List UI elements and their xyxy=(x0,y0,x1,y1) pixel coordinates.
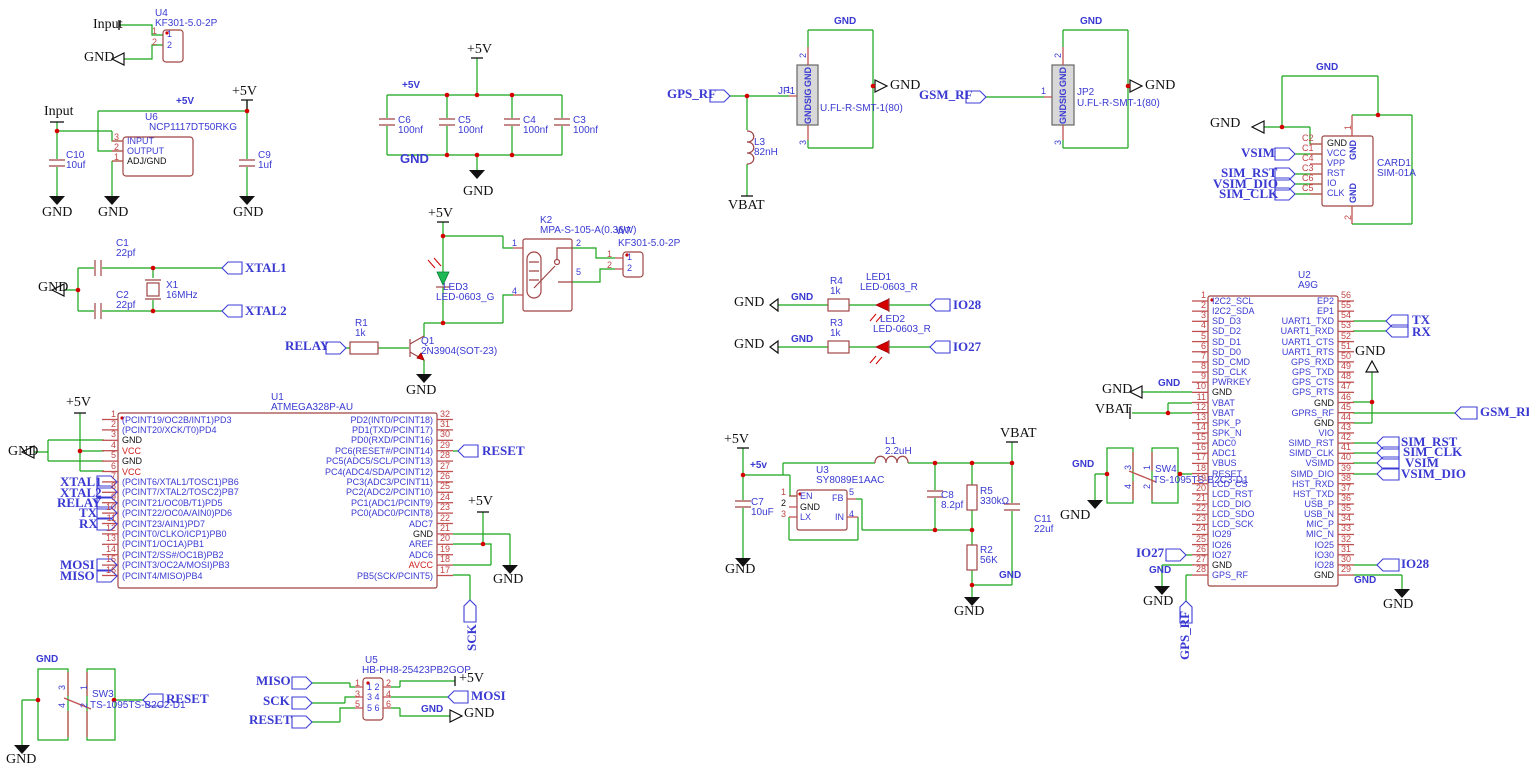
r5-resistor-icon xyxy=(966,484,978,511)
flag-tx-u1 xyxy=(96,506,118,520)
flag-reset-u1 xyxy=(457,444,479,458)
k2-body[interactable] xyxy=(522,238,573,312)
flag-vsim-u2 xyxy=(1376,456,1400,470)
flag-io27-u2 xyxy=(1165,548,1187,562)
c5-cap-icon xyxy=(439,118,455,126)
flag-xtal1-x1 xyxy=(221,261,243,275)
flag-reset-sw3 xyxy=(142,693,164,707)
c11-cap-icon xyxy=(1004,503,1020,511)
net-flags[interactable] xyxy=(96,89,1478,729)
component-bodies[interactable] xyxy=(37,29,1374,741)
u1-body[interactable] xyxy=(117,412,438,589)
flag-sck-u5 xyxy=(291,696,313,710)
r1-resistor-icon xyxy=(349,341,379,355)
flag-vsim-dio-u2 xyxy=(1376,467,1400,481)
u4-body[interactable] xyxy=(162,29,184,63)
r2-resistor-icon xyxy=(966,544,978,571)
u2-body[interactable] xyxy=(1207,295,1339,587)
flag-io27-led2 xyxy=(929,340,951,354)
flag-gsm-rf xyxy=(965,90,987,104)
jp1-body[interactable] xyxy=(796,64,819,126)
jp2-body[interactable] xyxy=(1051,64,1075,126)
u3-body[interactable] xyxy=(796,489,848,531)
q1-transistor-icon xyxy=(409,335,425,361)
led3-icon xyxy=(427,257,450,288)
l3-inductor-icon xyxy=(746,130,755,165)
flag-sim-clk-sim xyxy=(1274,187,1296,201)
sw3-body-left[interactable] xyxy=(37,668,69,741)
flag-gsm-rf-u2 xyxy=(1454,406,1478,420)
flag-xtal2-x1 xyxy=(221,304,243,318)
flag-vsim-sim xyxy=(1274,147,1296,161)
gnd-down-icons xyxy=(14,170,1410,754)
sw4-contact-icon xyxy=(1128,452,1157,500)
k2-relay-icon xyxy=(526,247,572,299)
c1-cap-icon xyxy=(94,260,102,276)
w7-body[interactable] xyxy=(622,251,644,278)
flag-miso-u1 xyxy=(96,569,118,583)
sw4-body-right[interactable] xyxy=(1151,447,1179,504)
c8-cap-icon xyxy=(927,490,943,498)
flag-mosi-u1 xyxy=(96,558,118,572)
c9-cap-icon xyxy=(239,159,255,167)
flag-miso-u5 xyxy=(291,676,313,690)
u6-body[interactable] xyxy=(122,136,194,177)
led2-icon xyxy=(869,340,890,365)
card1-body[interactable] xyxy=(1321,135,1374,207)
flag-xtal2-u1 xyxy=(96,485,118,499)
r3-resistor-icon xyxy=(827,340,850,354)
flag-rx-u1 xyxy=(96,517,118,531)
flag-rx-u2 xyxy=(1385,324,1409,338)
flag-gps-rf xyxy=(709,89,731,103)
sw3-body-right[interactable] xyxy=(86,668,116,741)
c7-cap-icon xyxy=(735,500,751,508)
flag-io28-u2 xyxy=(1376,558,1400,572)
led1-icon xyxy=(869,298,890,323)
c6-cap-icon xyxy=(379,118,395,126)
r4-resistor-icon xyxy=(827,298,850,312)
junction-dots xyxy=(35,31,1381,703)
x1-crystal-icon xyxy=(145,279,161,300)
c10-cap-icon xyxy=(49,159,65,167)
flag-gps-rf-vertical xyxy=(1179,600,1193,624)
flag-relay-r1 xyxy=(325,341,347,355)
passive-parts xyxy=(49,118,1157,737)
sw4-body-left[interactable] xyxy=(1106,447,1134,504)
flag-reset-u5 xyxy=(291,715,313,729)
c2-cap-icon xyxy=(94,303,102,319)
c3-cap-icon xyxy=(554,118,570,126)
l1-inductor-icon xyxy=(874,455,909,464)
power-symbols xyxy=(14,20,1410,754)
u5-body[interactable] xyxy=(362,677,384,721)
flag-mosi-u5 xyxy=(447,690,469,704)
sw3-contact-icon xyxy=(63,672,92,737)
c4-cap-icon xyxy=(504,118,520,126)
pin-stems xyxy=(102,47,1354,709)
wires-layer xyxy=(21,24,1455,745)
flag-sck-vertical xyxy=(463,599,477,623)
gnd-side-icons xyxy=(20,52,1380,723)
flag-io28-led1 xyxy=(929,298,951,312)
